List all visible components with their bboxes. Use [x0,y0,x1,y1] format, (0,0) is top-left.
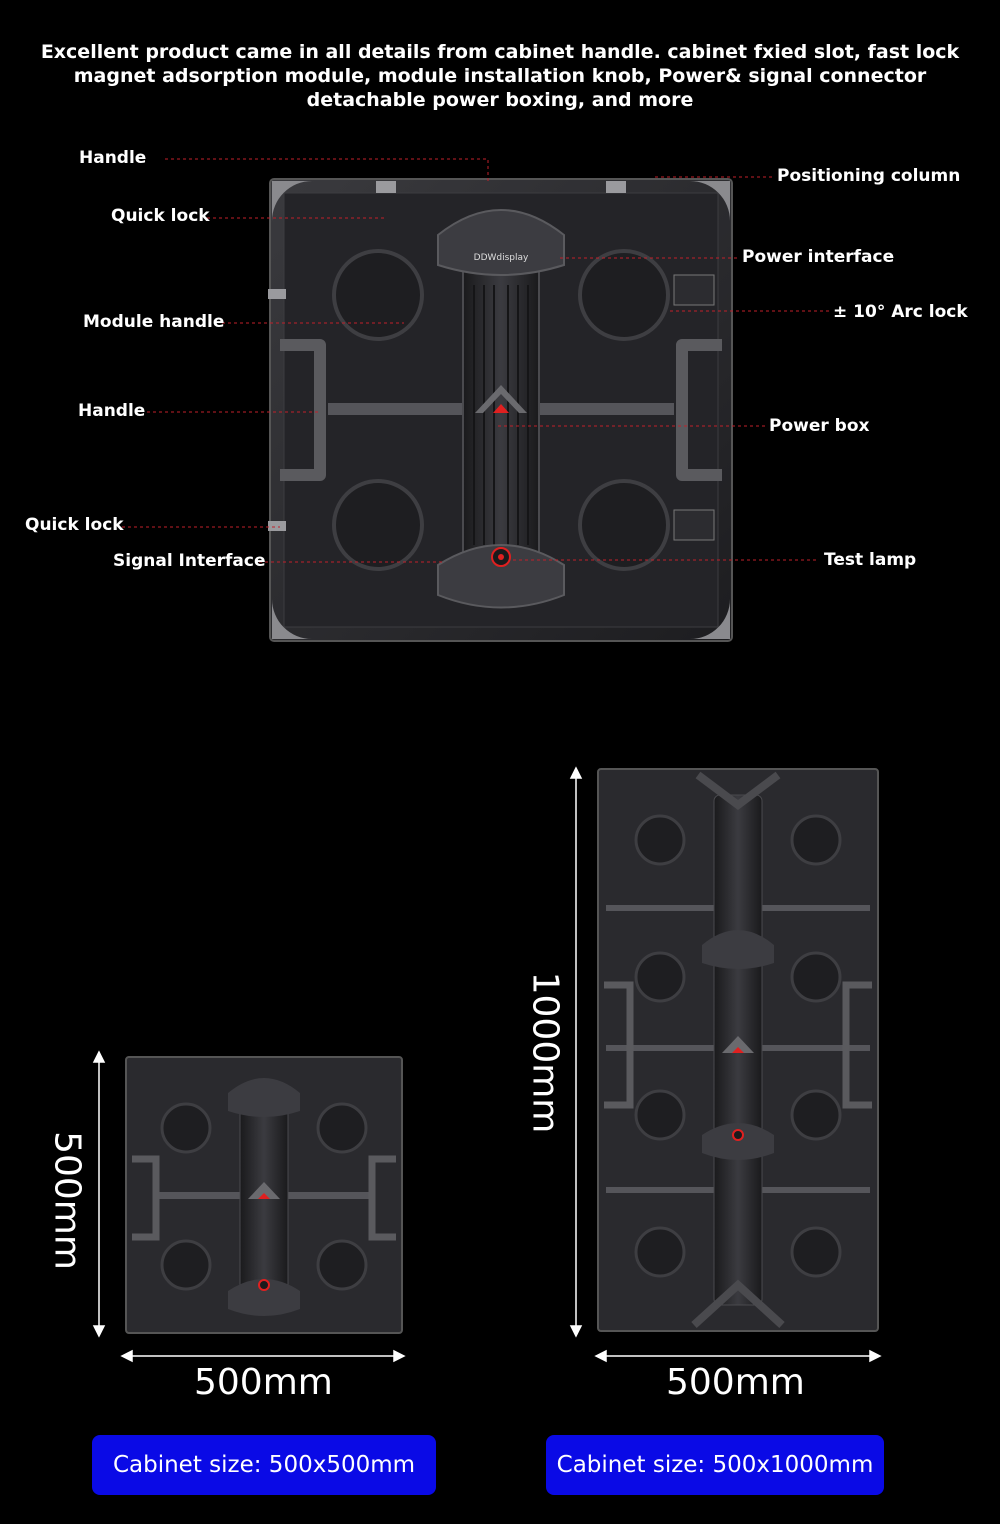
callout-positioning-column: Positioning column [777,166,961,186]
cabinet-detail-image: DDWdisplay [268,178,733,642]
callout-arc-lock: ± 10° Arc lock [833,302,968,322]
large-cabinet-height-label: 1000mm [524,971,566,1134]
callout-module-handle: Module handle [83,312,225,332]
callout-quick-lock-bottom: Quick lock [25,515,124,535]
callout-power-box: Power box [769,416,870,436]
small-cabinet-image [125,1056,403,1334]
callout-power-interface: Power interface [742,247,895,267]
intro-line-1: Excellent product came in all details fr… [40,41,960,63]
intro-line-2: magnet adsorption module, module install… [73,65,927,87]
callout-test-lamp: Test lamp [824,550,917,570]
callout-signal-interface: Signal Interface [113,551,266,571]
callout-quick-lock-top: Quick lock [111,206,210,226]
small-cabinet-width-label: 500mm [194,1362,333,1403]
intro-text: Excellent product came in all details fr… [40,40,960,112]
small-cabinet-height-label: 500mm [46,1131,88,1270]
callout-lines [122,158,830,563]
large-cabinet-image [597,768,879,1332]
cabinet-brand-mark: DDWdisplay [474,253,529,263]
large-cabinet-width-label: 500mm [666,1362,805,1403]
small-cabinet-size-badge: Cabinet size: 500x500mm [92,1435,436,1495]
intro-line-3: detachable power boxing, and more [306,89,694,111]
large-cabinet-size-badge: Cabinet size: 500x1000mm [546,1435,884,1495]
callout-handle-side: Handle [78,401,146,421]
callout-handle-top: Handle [79,148,147,168]
